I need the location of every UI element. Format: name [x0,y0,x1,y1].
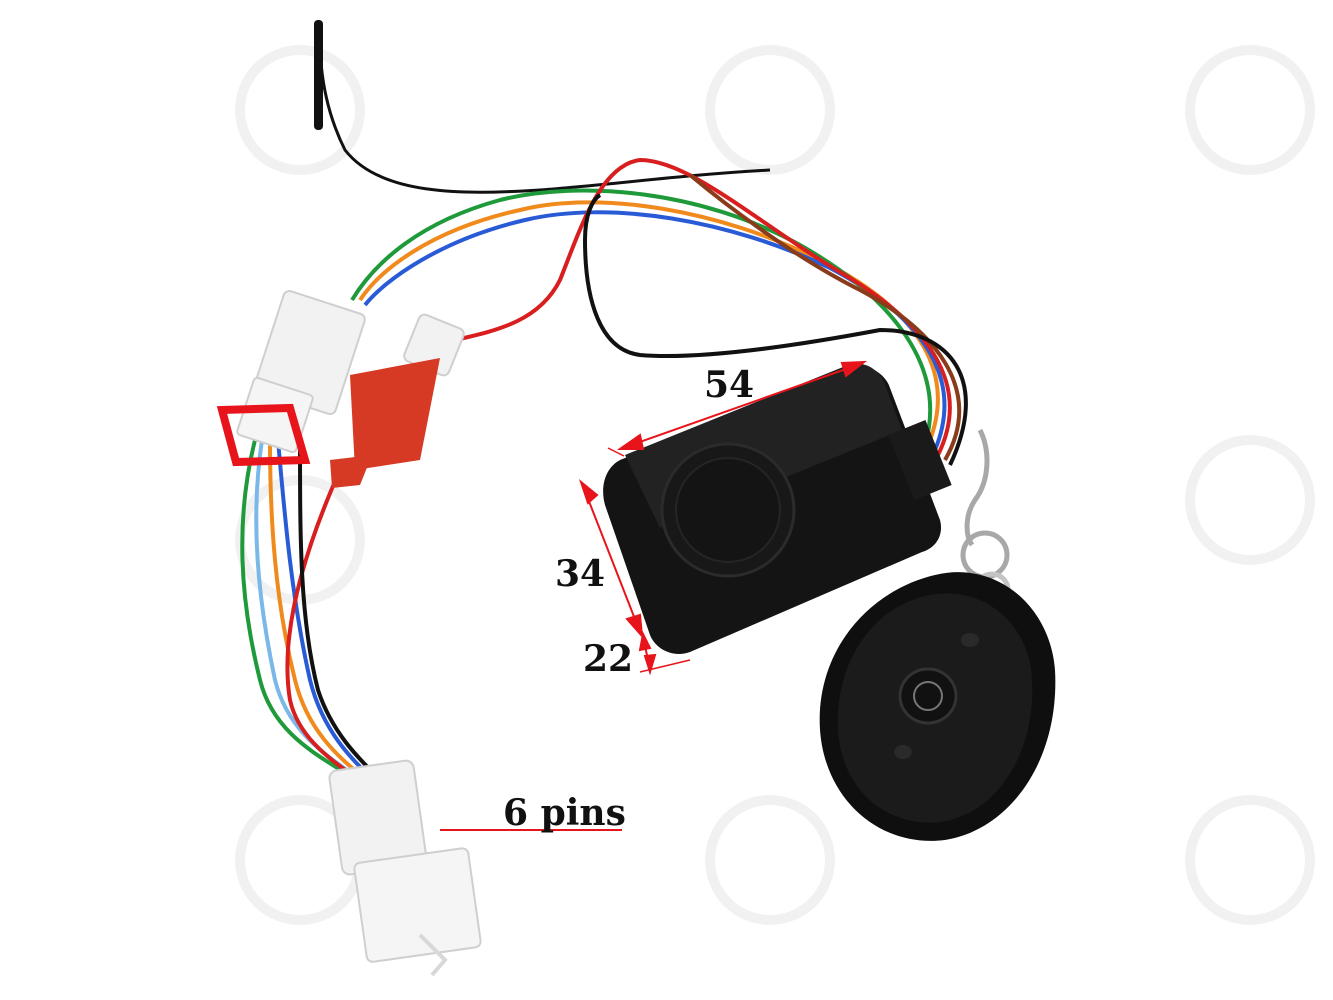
watermark-marks [235,45,1315,925]
wire-bundle-lower [240,439,392,792]
dimension-arrows [578,360,868,676]
remote-fob [819,572,1056,841]
wire-bundle-upper [350,157,968,466]
length-dimension-label: 54 [704,364,755,406]
six-pin-connector [328,759,482,977]
alarm-module [603,363,952,655]
red-connector [330,313,465,488]
antenna-wire [314,20,771,194]
pins-count-label: 6 pins [503,792,626,834]
height-dimension-label: 22 [583,638,634,680]
white-connector-upper [216,290,366,467]
width-dimension-label: 34 [555,553,606,595]
